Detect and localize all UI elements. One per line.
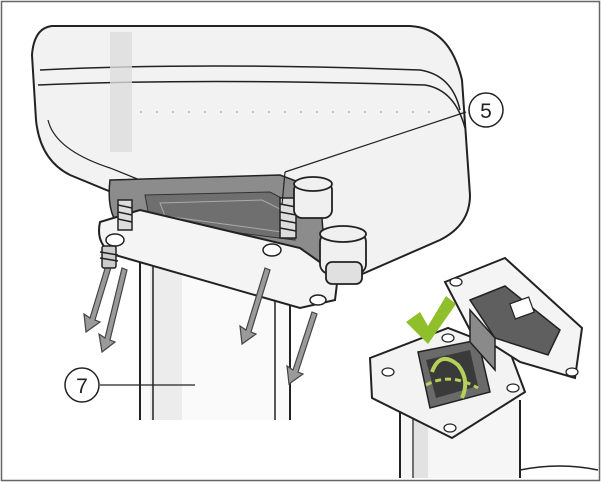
callout-7: 7	[64, 367, 195, 403]
mounting-plate	[98, 174, 340, 310]
screw-hole	[309, 294, 327, 306]
spring	[117, 197, 297, 239]
check-icon	[406, 296, 456, 344]
screw-arrow-icon	[83, 261, 318, 386]
detail-bracket	[443, 256, 584, 380]
callout-5-label: 5	[480, 100, 492, 123]
screw-hole	[262, 243, 282, 257]
screw-hole	[105, 233, 125, 247]
cable-gland	[293, 176, 367, 285]
cable-guide	[425, 356, 479, 399]
display-housing	[30, 25, 472, 280]
callout-5: 5	[281, 92, 504, 206]
callout-7-label: 7	[76, 375, 88, 398]
screw	[99, 245, 119, 269]
